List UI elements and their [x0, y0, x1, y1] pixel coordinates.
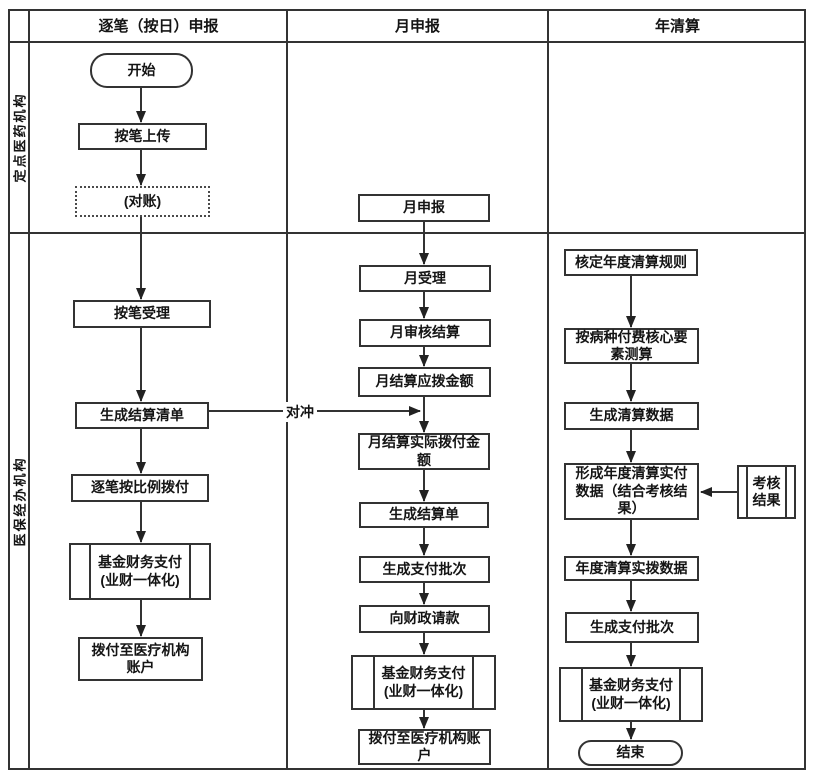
node-form-annual-actual-pay-data: 形成年度清算实付 数据（结合考核结 果） — [564, 463, 699, 520]
lane-divider — [8, 232, 806, 234]
node-monthly-payable-amount: 月结算应拨金额 — [358, 367, 491, 397]
predefined-process-bar — [679, 669, 681, 720]
predefined-process-bar — [472, 657, 474, 708]
node-end: 结束 — [578, 740, 683, 766]
node-generate-pay-batch-annual: 生成支付批次 — [565, 612, 699, 643]
column-header-annual: 年清算 — [654, 18, 700, 35]
node-generate-clearing-data: 生成清算数据 — [564, 402, 699, 430]
diagram-border — [8, 9, 806, 770]
node-assessment-result: 考核 结果 — [737, 465, 796, 519]
predefined-process-bar — [785, 467, 787, 517]
node-request-funds-from-fiscal: 向财政请款 — [359, 605, 490, 633]
node-generate-pay-batch-monthly: 生成支付批次 — [359, 556, 490, 583]
lane-label-divider — [28, 9, 30, 768]
node-accept-per-record: 按笔受理 — [73, 300, 211, 328]
node-calc-by-disease-payment-factors: 按病种付费核心要 素测算 — [564, 328, 699, 364]
lane-label-medical-org: 定点医药机构 — [12, 91, 28, 183]
lane-label-insurance-agency: 医保经办机构 — [12, 456, 28, 547]
node-upload-per-record: 按笔上传 — [78, 123, 207, 150]
predefined-process-bar — [89, 545, 91, 598]
node-pay-to-medical-org-monthly: 拨付至医疗机构账 户 — [358, 729, 491, 765]
node-annual-clearing-paid-data: 年度清算实拨数据 — [564, 556, 699, 581]
node-reconciliation: (对账) — [75, 186, 210, 217]
node-monthly-acceptance: 月受理 — [359, 265, 491, 292]
node-set-annual-clearing-rules: 核定年度清算规则 — [564, 249, 698, 276]
predefined-process-bar — [581, 669, 583, 720]
node-pay-by-ratio: 逐笔按比例拨付 — [71, 474, 209, 502]
predefined-process-bar — [189, 545, 191, 598]
predefined-process-bar — [373, 657, 375, 708]
node-fund-finance-pay-daily: 基金财务支付 (业财一体化) — [69, 543, 211, 600]
predefined-process-bar — [746, 467, 748, 517]
node-pay-to-medical-org-daily: 拨付至医疗机构 账户 — [78, 637, 203, 681]
node-fund-finance-pay-annual: 基金财务支付 (业财一体化) — [559, 667, 703, 722]
node-monthly-audit-settlement: 月审核结算 — [359, 319, 491, 347]
column-header-monthly: 月申报 — [394, 18, 440, 35]
node-monthly-declaration: 月申报 — [358, 194, 490, 222]
column-header-daily: 逐笔（按日）申报 — [98, 18, 219, 35]
column-divider-1 — [286, 9, 288, 768]
header-divider — [8, 41, 806, 43]
node-monthly-actual-pay-amount: 月结算实际拨付金 额 — [358, 433, 490, 470]
edge-label-offset: 对冲 — [283, 402, 317, 422]
column-divider-2 — [547, 9, 549, 768]
node-generate-settlement-list: 生成结算清单 — [75, 402, 209, 429]
node-start: 开始 — [90, 53, 193, 88]
node-generate-settlement-doc: 生成结算单 — [359, 502, 489, 528]
node-fund-finance-pay-monthly: 基金财务支付 (业财一体化) — [351, 655, 496, 710]
